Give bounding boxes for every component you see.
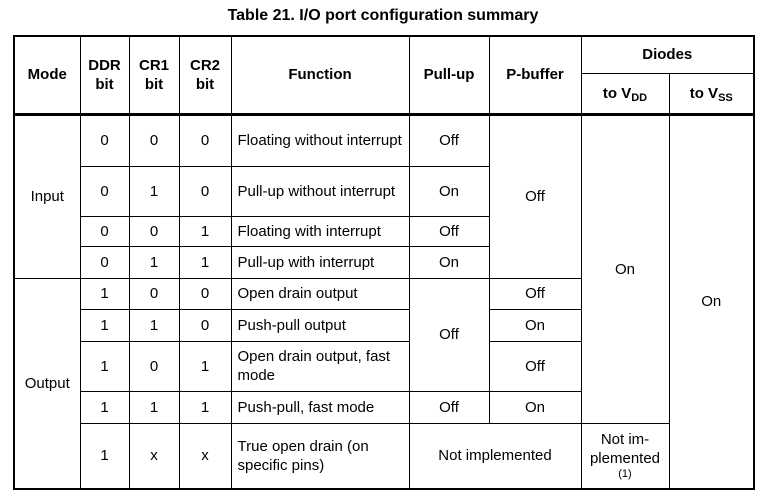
cell-ddr-bit: 1 xyxy=(79,308,130,342)
cell-p-buffer: On xyxy=(488,390,582,424)
cell-mode-input: Input xyxy=(13,113,81,279)
cell-cr2-bit: 1 xyxy=(178,215,232,247)
cell-ddr-bit: 0 xyxy=(79,113,130,167)
cell-to-vdd-not-implemented: Not im- plemented (1) xyxy=(580,422,670,490)
cell-cr1-bit: 0 xyxy=(128,277,180,310)
header-cell-p-buffer: P-buffer xyxy=(488,35,582,116)
cell-cr1-bit: 0 xyxy=(128,340,180,392)
header-cell-cr1-bit: CR1 bit xyxy=(128,35,180,116)
cell-cr2-bit: 0 xyxy=(178,277,232,310)
header-cell-diodes: Diodes xyxy=(580,35,755,74)
cell-ddr-bit: 1 xyxy=(79,390,130,424)
cell-function: Push-pull, fast mode xyxy=(230,390,410,424)
vss-subscript: SS xyxy=(718,91,733,104)
cell-function: Open drain output xyxy=(230,277,410,310)
cell-cr1-bit: 0 xyxy=(128,113,180,167)
header-cell-pull-up: Pull-up xyxy=(408,35,490,116)
cell-diodes-to-vdd-merged: On xyxy=(580,113,670,424)
vdd-subscript: DD xyxy=(631,91,648,104)
cell-ddr-bit: 1 xyxy=(79,422,130,490)
cell-pull-up: Off xyxy=(408,390,490,424)
table-row: 1 1 0 Push-pull output On xyxy=(14,308,754,342)
cell-ddr-bit: 0 xyxy=(79,215,130,247)
cell-pull-up: Off xyxy=(408,215,490,247)
cell-pull-up-output-merged: Off xyxy=(408,277,490,392)
cell-cr1-bit: 1 xyxy=(128,390,180,424)
cell-ddr-bit: 0 xyxy=(79,165,130,217)
cell-cr1-bit: 1 xyxy=(128,165,180,217)
cell-not-implemented: Not implemented xyxy=(408,422,582,490)
not-implemented-text: Not im- plemented xyxy=(589,431,661,468)
cell-ddr-bit: 1 xyxy=(79,277,130,310)
cell-cr2-bit: 0 xyxy=(178,308,232,342)
cell-p-buffer-input-merged: Off xyxy=(488,113,582,279)
io-port-configuration-table: Mode DDR bit CR1 bit CR2 bit Function Pu… xyxy=(13,35,756,490)
header-cell-cr2-bit: CR2 bit xyxy=(178,35,232,116)
cell-function: Pull-up with interrupt xyxy=(230,245,410,279)
to-vss-label: to V xyxy=(689,84,719,102)
footnote-marker: (1) xyxy=(618,468,632,481)
cell-ddr-bit: 0 xyxy=(79,245,130,279)
cell-cr1-bit: x xyxy=(128,422,180,490)
cell-cr2-bit: 0 xyxy=(178,113,232,167)
cell-cr2-bit: 0 xyxy=(178,165,232,217)
table-row: 1 1 1 Push-pull, fast mode Off On xyxy=(14,390,754,424)
header-row-2: to VDD to VSS xyxy=(14,72,755,116)
table-row: 0 1 0 Pull-up without interrupt On xyxy=(14,165,754,217)
cell-function: Floating without interrupt xyxy=(230,113,410,167)
cell-pull-up: On xyxy=(408,245,490,279)
table-row: Input 0 0 0 Floating without interrupt O… xyxy=(13,113,755,490)
header-cell-to-vss: to VSS xyxy=(668,72,755,116)
cell-pull-up: Off xyxy=(408,113,490,167)
cell-cr2-bit: 1 xyxy=(178,340,232,392)
cell-cr2-bit: 1 xyxy=(178,245,232,279)
cell-cr1-bit: 0 xyxy=(128,215,180,247)
cell-cr2-bit: x xyxy=(178,422,232,490)
table-row: Output 1 0 0 Open drain output Off Off xyxy=(13,277,754,490)
header-cell-ddr-bit: DDR bit xyxy=(79,35,130,116)
header-cell-function: Function xyxy=(230,35,410,116)
cell-cr1-bit: 1 xyxy=(128,245,180,279)
cell-p-buffer: Off xyxy=(488,340,582,392)
cell-function: Push-pull output xyxy=(230,308,410,342)
cell-pull-up: On xyxy=(408,165,490,217)
cell-function: True open drain (on specific pins) xyxy=(230,422,410,490)
table-row: 1 x x True open drain (on specific pins)… xyxy=(14,422,754,490)
table-row: 0 1 1 Pull-up with interrupt On xyxy=(14,245,754,279)
cell-function: Open drain output, fast mode xyxy=(230,340,410,392)
to-vdd-label: to V xyxy=(602,84,632,102)
cell-ddr-bit: 1 xyxy=(79,340,130,392)
cell-function: Pull-up without interrupt xyxy=(230,165,410,217)
cell-cr2-bit: 1 xyxy=(178,390,232,424)
cell-p-buffer: Off xyxy=(488,277,582,310)
header-cell-mode: Mode xyxy=(13,35,81,116)
cell-function: Floating with interrupt xyxy=(230,215,410,247)
cell-mode-output: Output xyxy=(13,277,81,490)
table-title: Table 21. I/O port configuration summary xyxy=(227,7,539,24)
cell-diodes-to-vss-merged: On xyxy=(668,113,755,490)
header-cell-to-vdd: to VDD xyxy=(580,72,670,116)
header-row-1: Mode DDR bit CR1 bit CR2 bit Function Pu… xyxy=(13,35,755,116)
cell-p-buffer: On xyxy=(488,308,582,342)
cell-cr1-bit: 1 xyxy=(128,308,180,342)
